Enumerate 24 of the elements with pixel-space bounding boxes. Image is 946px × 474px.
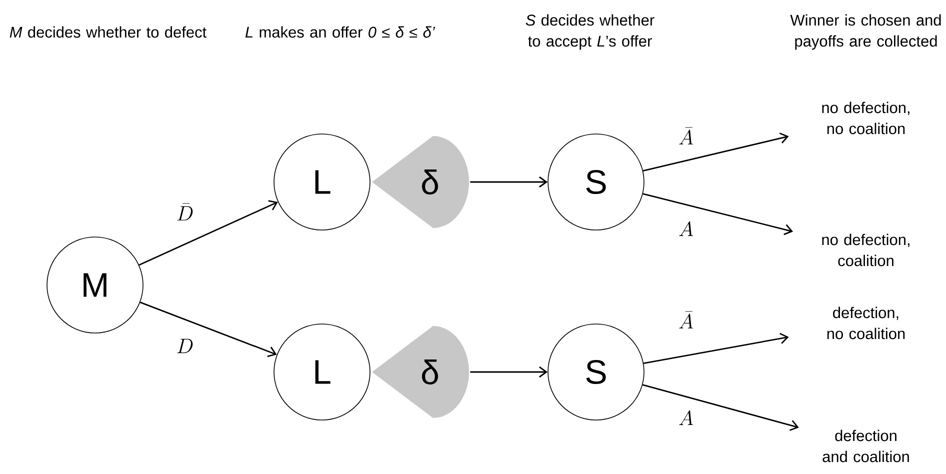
edge-label: $A$ bbox=[679, 410, 694, 426]
edge-label: $\bar{D}$ bbox=[177, 203, 193, 220]
offer-wedge: δ bbox=[372, 136, 469, 228]
heading-text: L makes an offer 0 ≤ δ ≤ δ’ bbox=[245, 26, 436, 38]
arrow bbox=[642, 193, 794, 236]
outcome-text: no defection, no coalition bbox=[822, 102, 910, 134]
outcome-text: no defection, coalition bbox=[822, 234, 910, 266]
outcome-text: defection, no coalition bbox=[827, 306, 905, 340]
arrow bbox=[642, 384, 799, 431]
arrow bbox=[644, 332, 789, 364]
heading-text: S decides whether to accept L’s offer bbox=[526, 14, 654, 50]
arrow bbox=[140, 302, 277, 358]
outcome-text: defection and coalition bbox=[822, 430, 909, 462]
offer-wedge: δ bbox=[372, 326, 469, 418]
edge-label: $A$ bbox=[679, 221, 694, 236]
edge-label: $\bar{A}$ bbox=[679, 127, 694, 144]
arrow bbox=[138, 200, 278, 266]
arrow bbox=[642, 132, 789, 172]
heading-text: M decides whether to defect bbox=[10, 26, 206, 38]
edge-label: $\bar{A}$ bbox=[679, 311, 694, 328]
arrow bbox=[470, 366, 548, 378]
heading-text: Winner is chosen and payoffs are collected bbox=[790, 14, 941, 50]
arrow bbox=[470, 176, 548, 188]
edge-label: $D$ bbox=[177, 338, 193, 354]
